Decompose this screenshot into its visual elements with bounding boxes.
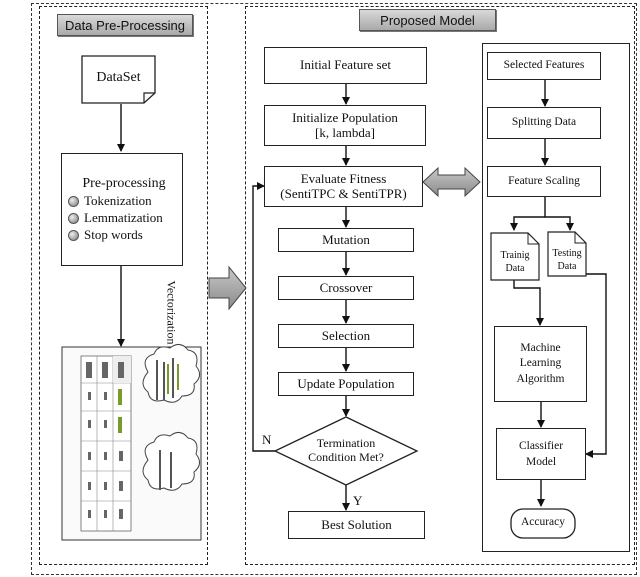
preprocessing-panel-title: Data Pre-Processing <box>57 14 193 36</box>
double-flow-arrow <box>422 166 481 198</box>
termination-decision-diamond <box>273 416 419 486</box>
dataset-document-shape <box>81 55 156 104</box>
bullet-item-tokenization: Tokenization <box>68 193 182 210</box>
training-data-document <box>490 232 540 281</box>
selected-features-box: Selected Features <box>487 52 601 80</box>
outer-frame <box>31 3 637 575</box>
best-solution-box: Best Solution <box>288 511 425 539</box>
initialize-population-label: Initialize Population <box>292 109 398 125</box>
classifier-line-2: Model <box>525 456 557 468</box>
evaluate-fitness-label: Evaluate Fitness <box>300 170 387 186</box>
loop-back-no-branch <box>252 182 275 452</box>
termination-line-1: Termination <box>316 436 376 450</box>
preprocessing-title: Pre-processing <box>82 176 166 191</box>
proposed-model-panel-title: Proposed Model <box>359 9 496 31</box>
mutation-box: Mutation <box>278 228 414 252</box>
accuracy-terminal <box>510 508 576 539</box>
feature-scaling-box: Feature Scaling <box>487 166 601 197</box>
vectorized-table-thumbnail <box>61 344 202 541</box>
evaluate-fitness-box: Evaluate Fitness (SentiTPC & SentiTPR) <box>264 166 423 207</box>
ml-line-1: Machine <box>520 341 561 354</box>
step-label: Stop words <box>84 226 143 242</box>
bullet-icon <box>68 212 79 224</box>
arrow-scaling-to-training <box>510 197 546 231</box>
classifier-line-1: Classifier <box>518 439 564 452</box>
training-line-1: Trainig <box>500 250 530 261</box>
arrow-testing-to-classifier <box>585 273 607 458</box>
arrow-scaling-to-testing <box>545 216 574 231</box>
initialize-params-label: [k, lambda] <box>315 124 375 140</box>
vectorization-label: Vectorization <box>164 280 179 345</box>
no-branch-label: N <box>262 432 272 447</box>
big-flow-arrow <box>208 265 247 311</box>
fitness-metrics-label: (SentiTPC & SentiTPR) <box>280 185 407 201</box>
proposed-model-panel <box>245 6 635 565</box>
ml-line-3: Algorithm <box>516 372 565 385</box>
yes-branch-label: Y <box>353 493 363 508</box>
termination-label: Termination Condition Met? <box>290 436 402 465</box>
update-population-box: Update Population <box>278 372 414 396</box>
arrow-training-to-ml <box>513 279 544 326</box>
preprocessing-box: Pre-processing Tokenization Lemmatizatio… <box>61 153 183 266</box>
termination-line-2: Condition Met? <box>308 450 384 465</box>
dataset-label: DataSet <box>96 70 141 85</box>
classifier-model-box: Classifier Model <box>496 428 586 480</box>
training-data-label: Trainig Data <box>491 250 539 275</box>
preprocessing-panel <box>39 6 208 565</box>
bullet-icon <box>68 229 79 241</box>
testing-data-label: Testing Data <box>548 248 586 273</box>
accuracy-label: Accuracy <box>520 516 566 528</box>
selection-box: Selection <box>278 324 414 348</box>
bullet-item-stop-words: Stop words <box>68 227 182 244</box>
bullet-item-lemmatization: Lemmatization <box>68 210 182 227</box>
initialize-population-box: Initialize Population [k, lambda] <box>264 105 426 146</box>
training-line-2: Data <box>505 262 525 274</box>
step-label: Lemmatization <box>84 209 163 225</box>
splitting-data-box: Splitting Data <box>487 107 601 139</box>
initial-feature-set-box: Initial Feature set <box>264 47 427 84</box>
bullet-icon <box>68 195 79 207</box>
testing-line-1: Testing <box>552 248 582 259</box>
crossover-box: Crossover <box>278 276 414 300</box>
testing-line-2: Data <box>557 260 577 272</box>
ml-line-2: Learning <box>519 357 562 370</box>
classification-panel <box>482 43 630 552</box>
step-label: Tokenization <box>84 193 152 208</box>
ml-algorithm-box: Machine Learning Algorithm <box>494 326 587 402</box>
